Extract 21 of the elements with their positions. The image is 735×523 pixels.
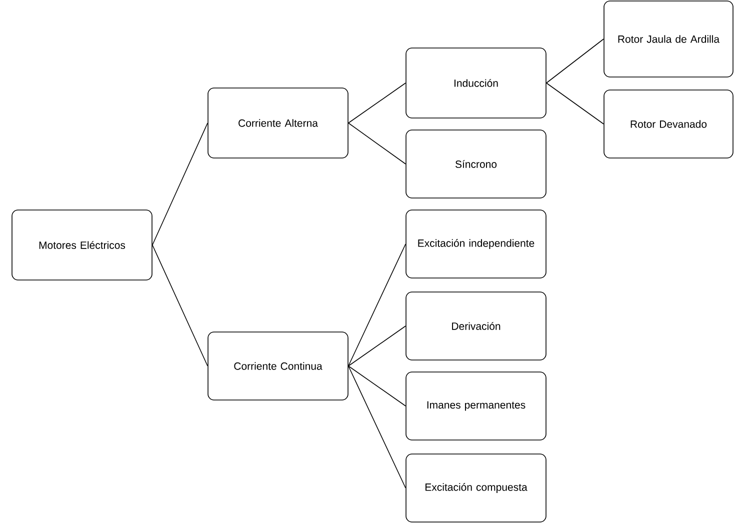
connector-line xyxy=(152,244,208,366)
connector-line xyxy=(546,82,604,124)
box: Rotor Jaula de Ardilla xyxy=(604,0,734,78)
box: Motores Eléctricos xyxy=(12,210,152,280)
connector-line xyxy=(348,244,406,366)
connector-line xyxy=(546,38,604,84)
connector-line xyxy=(348,326,406,366)
connector-line xyxy=(348,82,406,124)
box: Excitación compuesta xyxy=(406,454,546,522)
box: Rotor Devanado xyxy=(604,90,734,158)
box: Derivación xyxy=(406,292,546,360)
connector-line xyxy=(348,366,406,488)
box: Imanes permanentes xyxy=(406,372,546,440)
box: Inducción xyxy=(406,48,546,118)
connector-line xyxy=(348,366,406,406)
box: Síncrono xyxy=(406,130,546,198)
box: Corriente Alterna xyxy=(208,88,348,158)
box: Excitación independiente xyxy=(406,210,546,278)
box: Corriente Continua xyxy=(208,332,348,400)
connector-line xyxy=(348,122,406,164)
connector-line xyxy=(152,122,208,246)
